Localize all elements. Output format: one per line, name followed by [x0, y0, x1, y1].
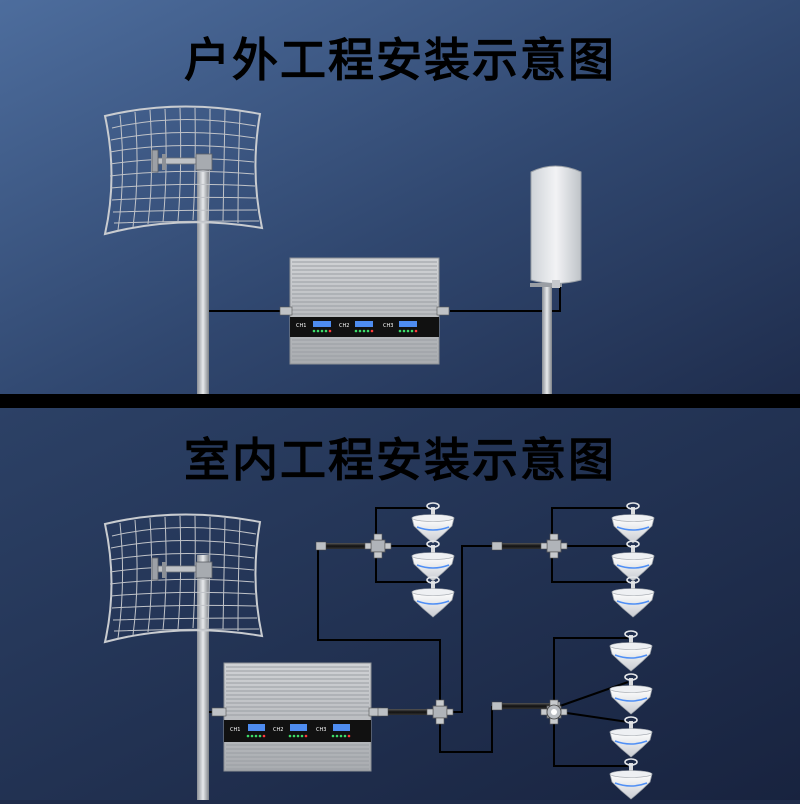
indoor-repeater-icon: CH1 CH2 CH3	[212, 663, 381, 771]
outdoor-ch3-label: CH3	[383, 323, 393, 329]
outdoor-ch1-label: CH1	[296, 323, 306, 329]
section-divider	[0, 394, 800, 408]
four-way-splitter-icon	[547, 705, 561, 719]
outdoor-ch2-label: CH2	[339, 323, 349, 329]
indoor-title: 室内工程安装示意图	[0, 424, 800, 490]
outdoor-channel-panel: CH1 CH2 CH3	[296, 321, 417, 332]
outdoor-repeater-icon: CH1 CH2 CH3	[280, 258, 449, 364]
outdoor-title: 户外工程安装示意图	[0, 24, 800, 90]
indoor-ch1-label: CH1	[230, 727, 240, 733]
indoor-ch3-label: CH3	[316, 727, 326, 733]
indoor-ch2-label: CH2	[273, 727, 283, 733]
